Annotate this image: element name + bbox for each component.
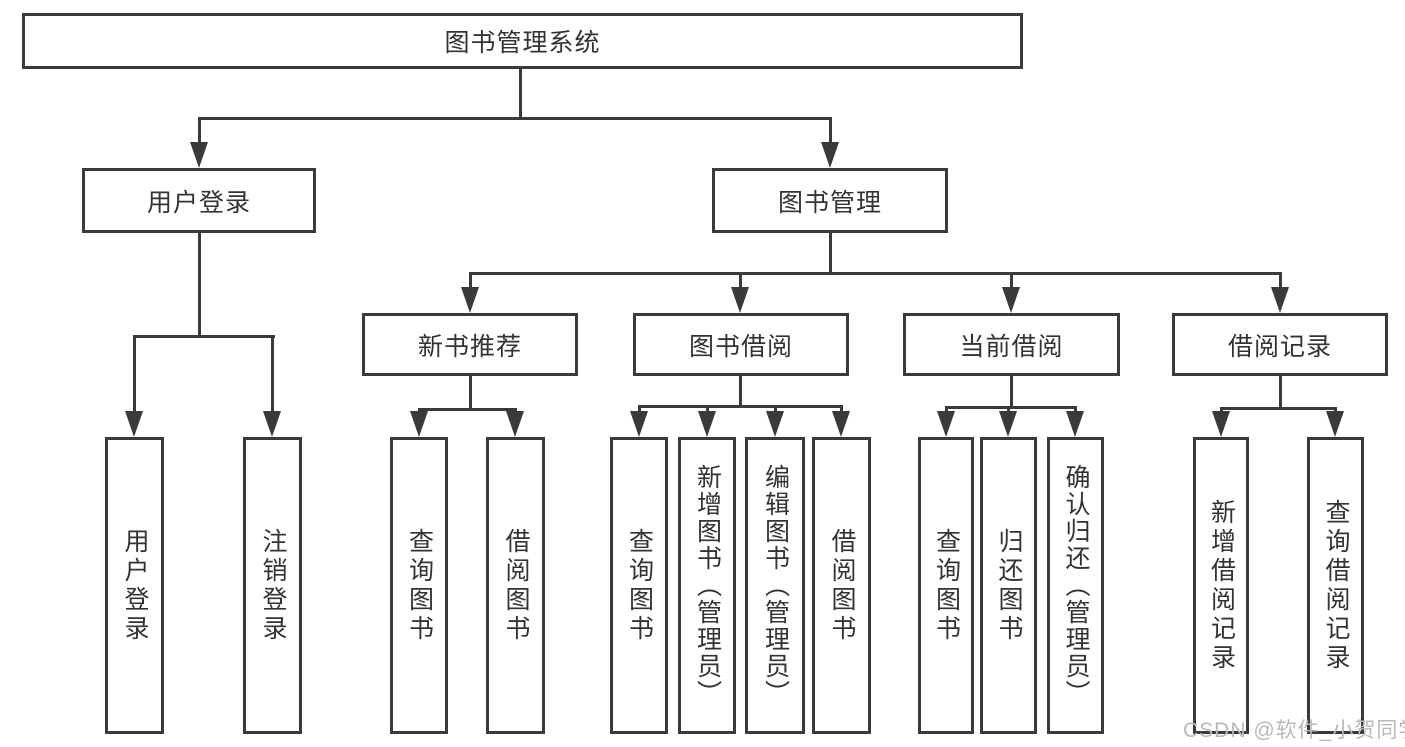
leaf-edit-book-admin-label: 编辑图书（管理员） [761,464,790,707]
leaf-return-book: 归还图书 [980,437,1037,734]
connector-line [739,376,742,408]
node-borrow-record-label: 借阅记录 [1227,332,1332,361]
watermark: CSDN @软件_小贺同学 [1183,719,1405,742]
node-root-label: 图书管理系统 [444,29,601,57]
node-book-management-label: 图书管理 [777,188,882,217]
connector-line [418,408,517,411]
leaf-add-book-admin-label: 新增图书（管理员） [693,464,722,707]
arrowhead-down-icon [999,411,1017,437]
leaf-borrow-book-2: 借阅图书 [812,437,871,734]
connector-line [1220,407,1337,410]
connector-line [198,232,201,338]
connector-line [1010,272,1013,292]
connector-line [1279,272,1282,292]
leaf-edit-book-admin: 编辑图书（管理员） [745,437,805,734]
arrowhead-down-icon [506,411,524,437]
arrowhead-down-icon [731,287,749,313]
arrowhead-down-icon [1066,411,1084,437]
leaf-add-book-admin: 新增图书（管理员） [678,437,736,734]
arrowhead-down-icon [125,411,143,437]
leaf-query-borrow-record: 查询借阅记录 [1307,437,1364,734]
connector-line [469,376,472,410]
node-borrow-record: 借阅记录 [1172,313,1388,376]
arrowhead-down-icon [937,411,955,437]
node-book-borrow: 图书借阅 [633,313,849,376]
arrowhead-down-icon [766,411,784,437]
arrowhead-down-icon [410,411,428,437]
arrowhead-down-icon [1271,287,1289,313]
arrowhead-down-icon [190,142,208,168]
node-user-login-label: 用户登录 [146,188,251,217]
connector-line [469,272,1282,275]
node-book-borrow-label: 图书借阅 [688,332,793,361]
connector-line [469,272,472,292]
arrowhead-down-icon [698,411,716,437]
connector-line [829,117,832,146]
arrowhead-down-icon [461,287,479,313]
arrowhead-down-icon [821,142,839,168]
leaf-query-book-3: 查询图书 [918,437,974,734]
node-current-borrow: 当前借阅 [903,313,1120,376]
leaf-borrow-book-2-label: 借阅图书 [828,527,856,644]
connector-line [198,117,201,146]
connector-line [739,272,742,292]
leaf-query-book-1: 查询图书 [390,437,448,734]
leaf-borrow-book-1: 借阅图书 [486,437,545,734]
leaf-confirm-return-admin: 确认归还（管理员） [1047,437,1104,734]
connector-line [198,117,832,120]
leaf-query-book-2: 查询图书 [610,437,668,734]
arrowhead-down-icon [630,411,648,437]
node-new-book-recommend: 新书推荐 [362,313,578,376]
node-current-borrow-label: 当前借阅 [959,332,1064,361]
leaf-return-book-label: 归还图书 [995,527,1023,644]
leaf-query-borrow-record-label: 查询借阅记录 [1322,498,1350,673]
leaf-add-borrow-record: 新增借阅记录 [1193,437,1249,734]
leaf-logout: 注销登录 [243,437,302,734]
connector-line [519,69,522,120]
leaf-user-login-label: 用户登录 [121,527,149,644]
leaf-logout-label: 注销登录 [259,527,287,644]
connector-line [945,406,1077,409]
leaf-borrow-book-1-label: 借阅图书 [502,527,530,644]
arrowhead-down-icon [1212,411,1230,437]
connector-line [638,405,843,408]
arrowhead-down-icon [263,411,281,437]
connector-line [133,335,136,415]
node-book-management: 图书管理 [712,168,948,233]
arrowhead-down-icon [1002,287,1020,313]
connector-line [1279,376,1282,410]
leaf-confirm-return-admin-label: 确认归还（管理员） [1062,464,1090,707]
connector-line [133,335,275,338]
arrowhead-down-icon [1326,411,1344,437]
node-root: 图书管理系统 [22,13,1023,69]
leaf-query-book-2-label: 查询图书 [625,527,654,644]
leaf-user-login: 用户登录 [105,437,164,734]
connector-line [829,233,832,275]
leaf-query-book-1-label: 查询图书 [405,527,434,644]
node-new-book-recommend-label: 新书推荐 [417,332,522,361]
leaf-query-book-3-label: 查询图书 [932,527,961,644]
node-user-login: 用户登录 [82,168,316,233]
leaf-add-borrow-record-label: 新增借阅记录 [1207,498,1236,673]
arrowhead-down-icon [832,411,850,437]
connector-line [271,335,274,415]
connector-line [1010,376,1013,409]
